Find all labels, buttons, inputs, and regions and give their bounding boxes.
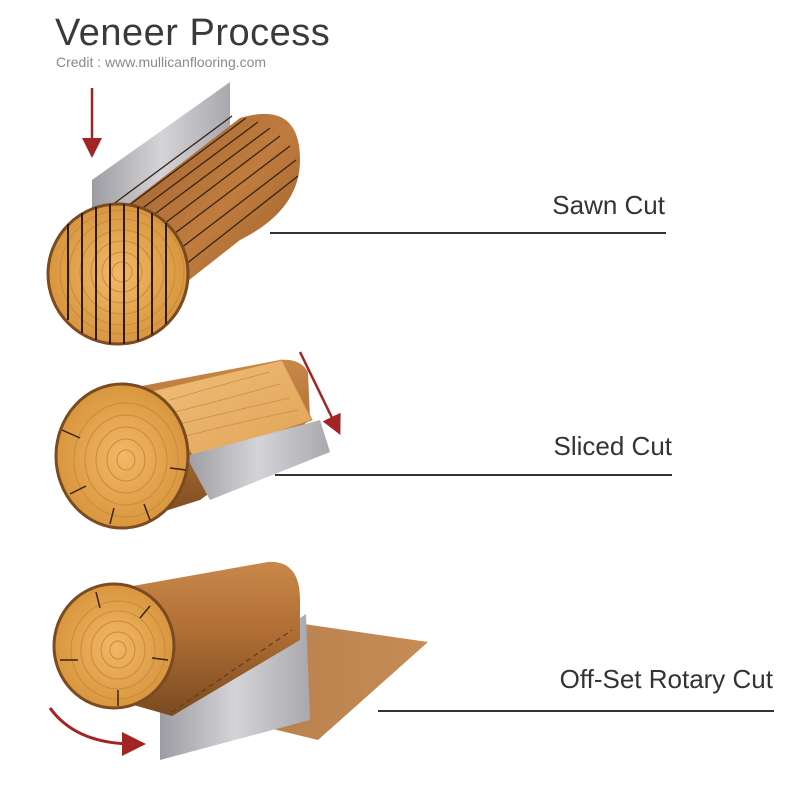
rotary-dashed-line [171, 629, 293, 713]
sawn-blade [92, 82, 230, 240]
sliced-arrow [298, 351, 341, 435]
rotary-cut-rule [378, 710, 774, 712]
sliced-cut-illustration [54, 351, 341, 530]
sliced-growth-rings [73, 402, 179, 518]
sliced-face-grain [169, 371, 299, 437]
sawn-cut-rule [270, 232, 666, 234]
rotary-end-checks [60, 591, 169, 706]
diagram-title: Veneer Process [55, 12, 331, 54]
sliced-log-end [54, 382, 190, 530]
sliced-cut-label: Sliced Cut [553, 431, 673, 461]
sawn-cut-lines [99, 115, 299, 273]
rotary-cut-label: Off-Set Rotary Cut [559, 664, 773, 694]
sliced-end-checks [61, 429, 187, 525]
sawn-end-cut-lines [67, 204, 167, 344]
sawn-cut-illustration [46, 82, 300, 346]
credit-text: Credit : www.mullicanflooring.com [56, 54, 267, 70]
sliced-cut-rule [275, 474, 672, 476]
sliced-blade [186, 420, 330, 500]
sawn-cut-label: Sawn Cut [552, 190, 665, 220]
rotary-arrow [48, 707, 146, 756]
rotary-cut-illustration [48, 561, 428, 760]
rotary-log-end [52, 582, 176, 710]
